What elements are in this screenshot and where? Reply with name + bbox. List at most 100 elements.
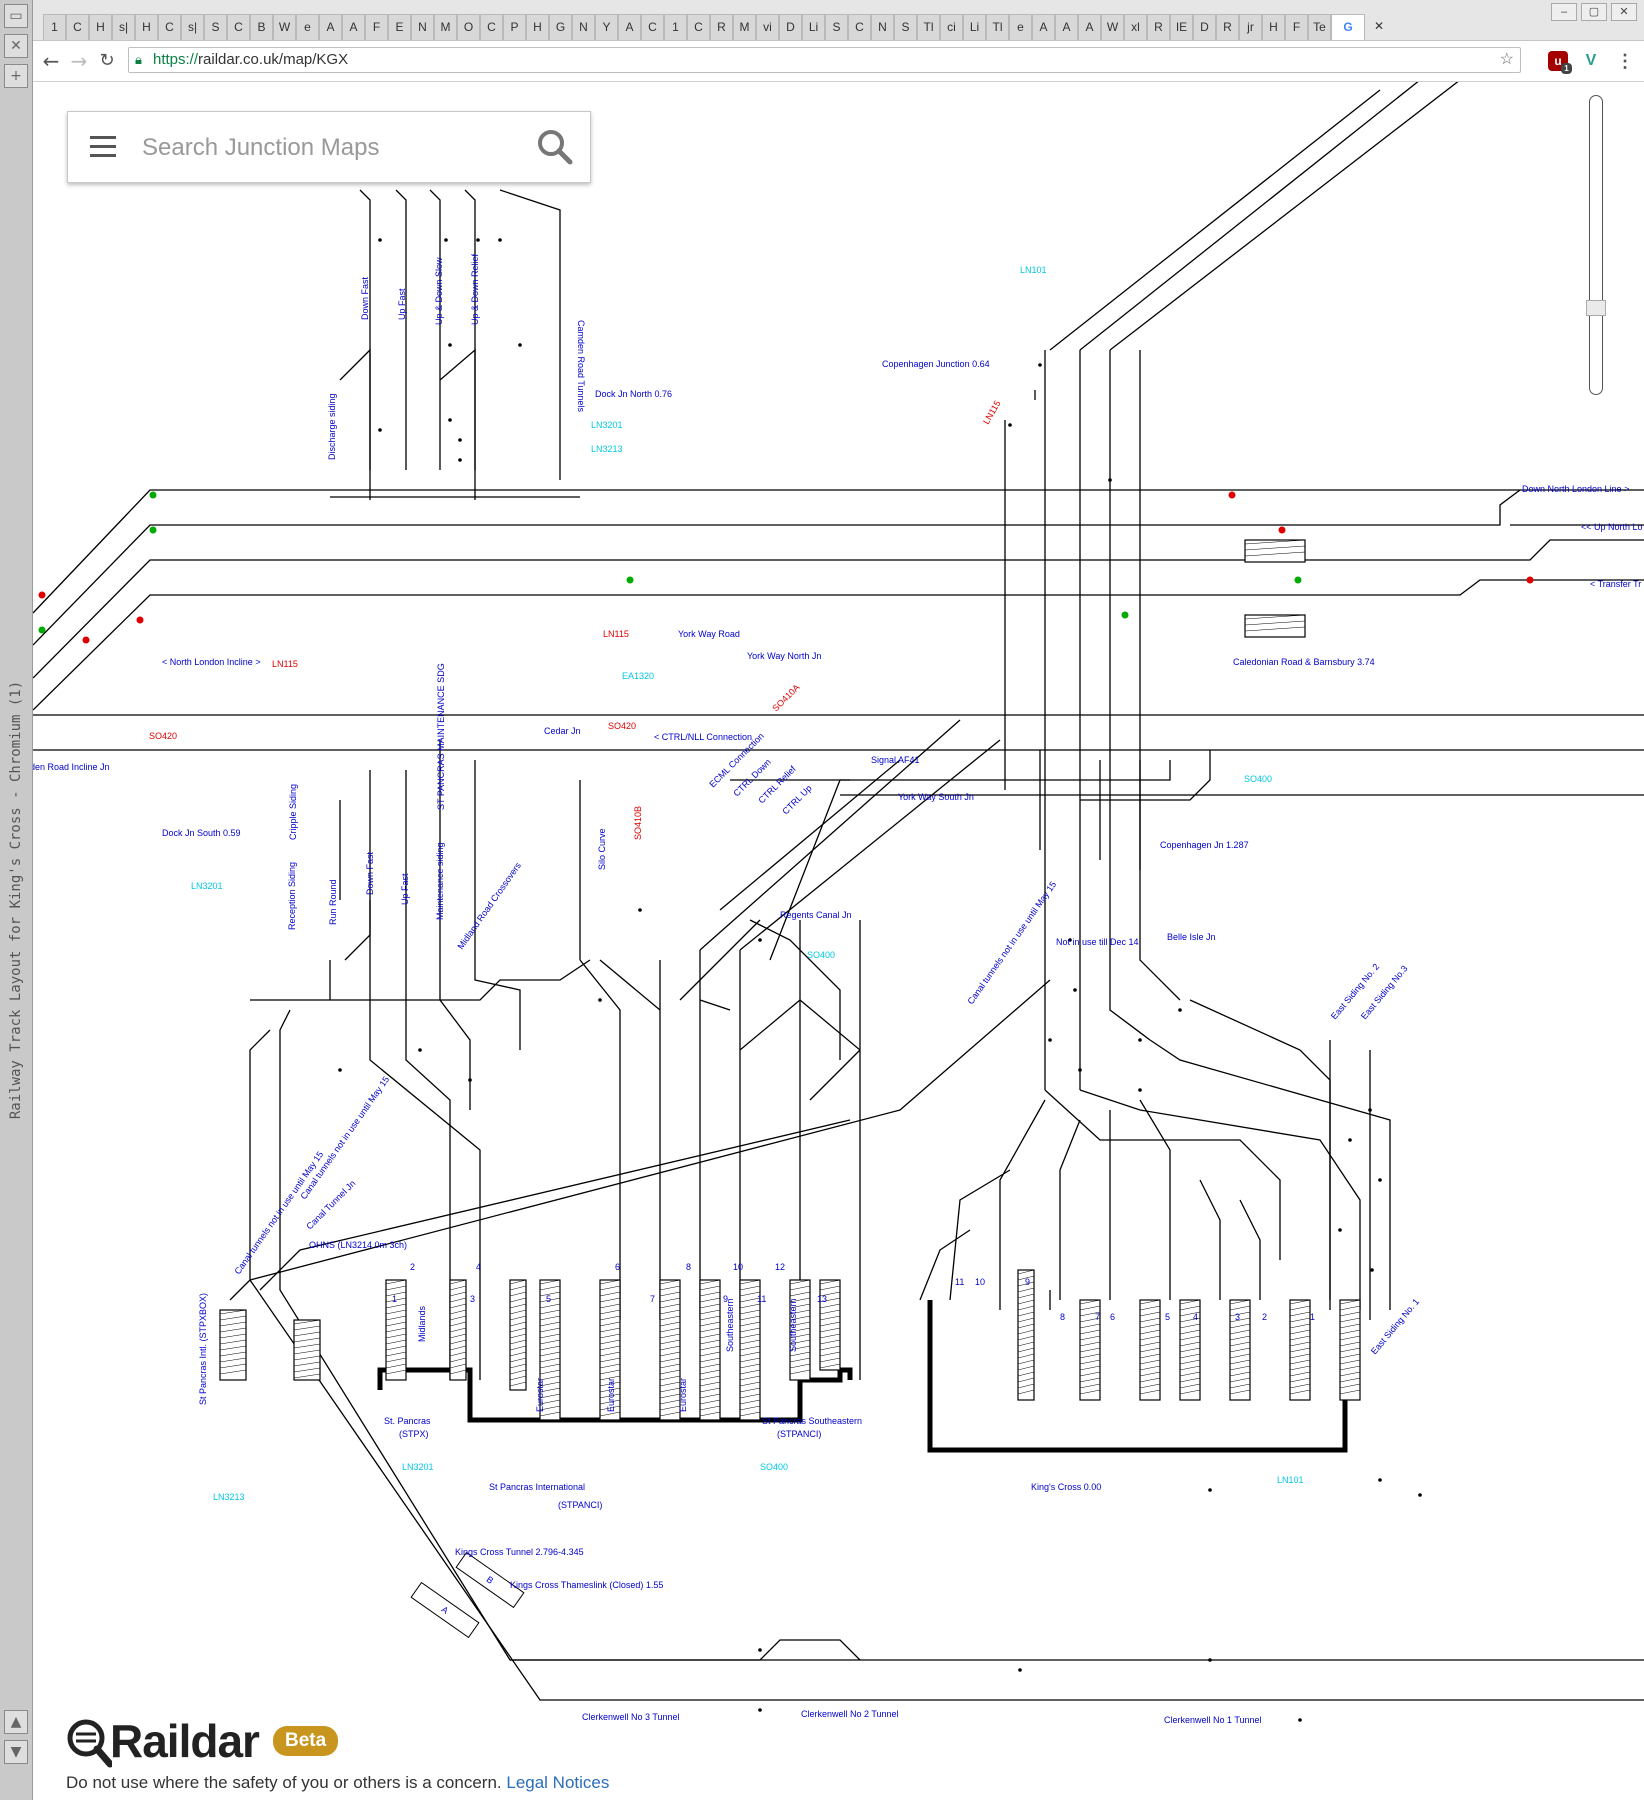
browser-tab[interactable]: M bbox=[733, 14, 756, 40]
browser-tab[interactable]: R bbox=[1147, 14, 1170, 40]
forward-arrow-icon[interactable]: → bbox=[70, 49, 88, 73]
browser-tab[interactable]: D bbox=[1193, 14, 1216, 40]
back-arrow-icon[interactable]: ← bbox=[42, 49, 60, 73]
search-input[interactable] bbox=[140, 130, 524, 166]
st-pancras-platform-hatch bbox=[449, 1339, 467, 1345]
browser-tab[interactable]: A bbox=[319, 14, 342, 40]
browser-tab[interactable]: C bbox=[158, 14, 181, 40]
browser-tab[interactable]: R bbox=[710, 14, 733, 40]
star-icon[interactable]: ☆ bbox=[1499, 51, 1514, 68]
browser-tab[interactable]: S bbox=[894, 14, 917, 40]
browser-tab[interactable]: H bbox=[526, 14, 549, 40]
browser-tab[interactable]: O bbox=[457, 14, 480, 40]
browser-tab[interactable]: S bbox=[825, 14, 848, 40]
window-maximize-icon[interactable]: ▢ bbox=[1581, 3, 1607, 21]
browser-tab[interactable]: jr bbox=[1239, 14, 1262, 40]
browser-tab[interactable]: A bbox=[1078, 14, 1101, 40]
browser-tab[interactable]: Li bbox=[963, 14, 986, 40]
browser-tab[interactable]: W bbox=[1101, 14, 1124, 40]
browser-tab[interactable]: N bbox=[572, 14, 595, 40]
st-pancras-platform-hatch bbox=[659, 1405, 681, 1411]
browser-tab[interactable]: R bbox=[1216, 14, 1239, 40]
zoom-slider[interactable] bbox=[1586, 95, 1606, 395]
browser-tab[interactable]: D bbox=[779, 14, 802, 40]
browser-tab[interactable]: vi bbox=[756, 14, 779, 40]
browser-tab[interactable]: Tl bbox=[986, 14, 1009, 40]
kx-platform-number: 6 bbox=[1110, 1312, 1115, 1322]
browser-tab[interactable]: H bbox=[135, 14, 158, 40]
browser-tab[interactable]: C bbox=[480, 14, 503, 40]
browser-tab[interactable]: C bbox=[848, 14, 871, 40]
kings-cross-platform-hatch bbox=[1339, 1323, 1361, 1329]
reload-icon[interactable]: ↻ bbox=[99, 50, 115, 71]
menu-kebab-icon[interactable]: ⋮ bbox=[1615, 51, 1635, 71]
browser-tab[interactable]: C bbox=[687, 14, 710, 40]
kings-cross-platform-hatch bbox=[1179, 1299, 1201, 1305]
arrow-up-icon[interactable]: ▲ bbox=[4, 1710, 28, 1734]
kings-cross-platform-hatch bbox=[1229, 1341, 1251, 1347]
map-label: Reception Siding bbox=[287, 862, 297, 930]
browser-tab[interactable]: N bbox=[871, 14, 894, 40]
browser-tab[interactable]: Li bbox=[802, 14, 825, 40]
browser-tab[interactable]: A bbox=[342, 14, 365, 40]
browser-tab[interactable]: P bbox=[503, 14, 526, 40]
browser-tab[interactable]: B bbox=[250, 14, 273, 40]
browser-tab[interactable]: E bbox=[388, 14, 411, 40]
browser-tab[interactable]: IE bbox=[1170, 14, 1193, 40]
browser-tab[interactable]: s| bbox=[181, 14, 204, 40]
browser-tab[interactable]: 1 bbox=[664, 14, 687, 40]
window-minimize-icon[interactable]: – bbox=[1551, 3, 1577, 21]
track-line bbox=[1044, 1089, 1281, 1260]
browser-tab[interactable]: W bbox=[273, 14, 296, 40]
browser-tab[interactable]: Tl bbox=[917, 14, 940, 40]
browser-tab[interactable]: C bbox=[641, 14, 664, 40]
map-label: Down Fast bbox=[360, 276, 370, 320]
browser-tab[interactable]: F bbox=[365, 14, 388, 40]
browser-tab[interactable]: A bbox=[618, 14, 641, 40]
browser-tab[interactable]: A bbox=[1055, 14, 1078, 40]
browser-tab[interactable]: e bbox=[1009, 14, 1032, 40]
browser-tab[interactable]: C bbox=[66, 14, 89, 40]
browser-tab[interactable]: H bbox=[1262, 14, 1285, 40]
shield-extension-icon[interactable]: V bbox=[1581, 51, 1601, 71]
browser-tab[interactable]: ci bbox=[940, 14, 963, 40]
signal-post-dot bbox=[1108, 478, 1112, 482]
stpancras-low-level-platform-hatch bbox=[219, 1357, 247, 1363]
browser-tab[interactable]: Te bbox=[1308, 14, 1331, 40]
window-close-icon[interactable]: ✕ bbox=[1611, 3, 1637, 21]
browser-tab[interactable]: xl bbox=[1124, 14, 1147, 40]
browser-tab[interactable]: N bbox=[411, 14, 434, 40]
hamburger-menu-icon[interactable] bbox=[90, 136, 116, 158]
track-line bbox=[599, 959, 661, 1011]
st-pancras-platform-hatch bbox=[599, 1279, 621, 1285]
browser-tab[interactable]: C bbox=[227, 14, 250, 40]
legal-notices-link[interactable]: Legal Notices bbox=[506, 1773, 610, 1792]
browser-tab[interactable]: Y bbox=[595, 14, 618, 40]
browser-tab[interactable]: G bbox=[1331, 14, 1365, 40]
arrow-down-icon[interactable]: ▼ bbox=[4, 1740, 28, 1764]
window-icon[interactable]: ▭ bbox=[4, 4, 28, 28]
browser-tab[interactable]: F bbox=[1285, 14, 1308, 40]
browser-tab[interactable]: s| bbox=[112, 14, 135, 40]
close-x-icon[interactable]: ✕ bbox=[4, 34, 28, 58]
search-icon[interactable] bbox=[536, 128, 574, 166]
browser-tab[interactable]: e bbox=[296, 14, 319, 40]
map-label: CTRL Up bbox=[780, 783, 813, 816]
plus-icon[interactable]: + bbox=[4, 64, 28, 88]
tab-title: S bbox=[901, 20, 910, 34]
signal-post-dot bbox=[758, 1708, 762, 1712]
browser-tab[interactable]: A bbox=[1032, 14, 1055, 40]
address-bar[interactable]: 🔒︎ https://raildar.co.uk/map/KGX ☆ bbox=[128, 47, 1521, 73]
browser-tab[interactable]: S bbox=[204, 14, 227, 40]
browser-tab[interactable]: G bbox=[549, 14, 572, 40]
kings-cross-platform-hatch bbox=[1179, 1311, 1201, 1317]
browser-tab[interactable]: H bbox=[89, 14, 112, 40]
browser-tab[interactable]: M bbox=[434, 14, 457, 40]
st-pancras-platform-hatch bbox=[509, 1279, 527, 1285]
browser-tab[interactable]: 1 bbox=[43, 14, 66, 40]
tab-close-icon[interactable]: ✕ bbox=[1373, 19, 1385, 33]
zoom-slider-handle[interactable] bbox=[1586, 300, 1606, 316]
st-pancras-platform bbox=[509, 1279, 527, 1391]
